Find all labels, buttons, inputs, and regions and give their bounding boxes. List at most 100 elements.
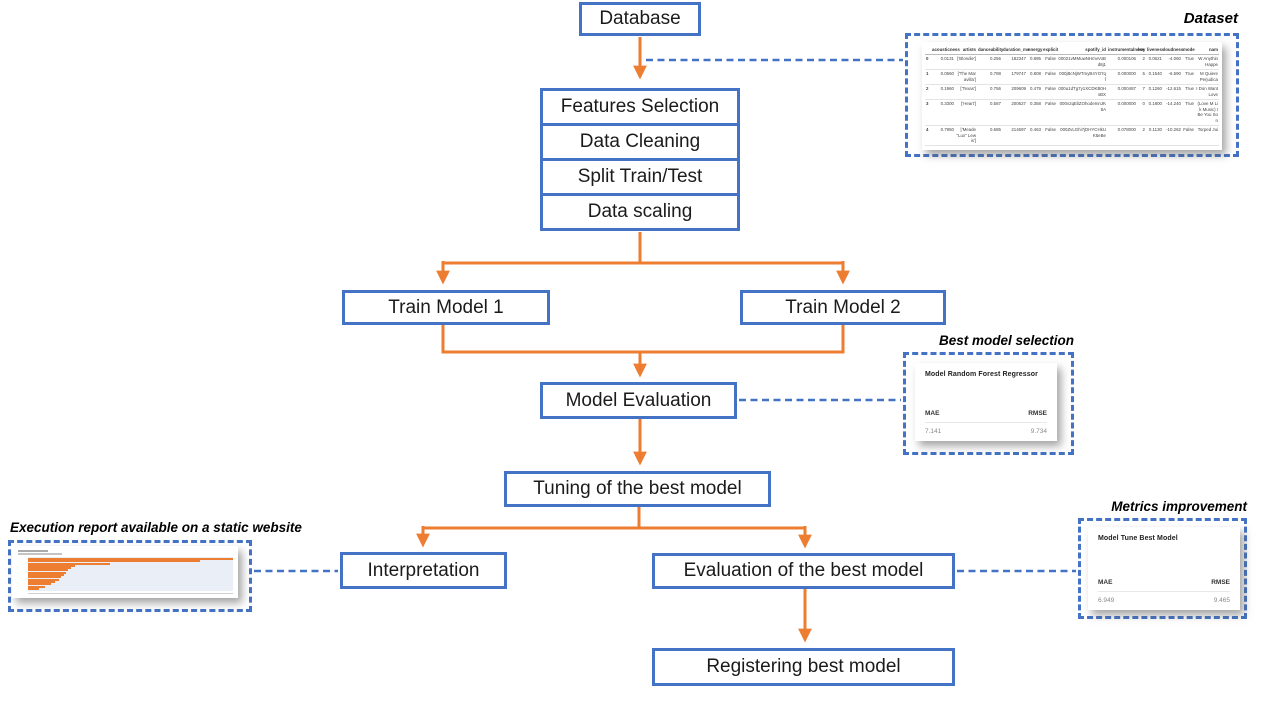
dataset-cell: -14.240 (1163, 100, 1182, 126)
dataset-cell: ['The Maravilla'] (955, 70, 977, 85)
report-chart-bar (28, 564, 76, 567)
dataset-panel (905, 33, 1239, 157)
dataset-cell: -4.060 (1163, 55, 1182, 70)
dataset-col-header: nam (1195, 46, 1219, 55)
flow-box-model-evaluation: Model Evaluation (540, 382, 737, 419)
dataset-cell: ['Heart'] (955, 100, 977, 126)
line-pipeline-split (443, 232, 843, 265)
dataset-col-header (925, 46, 931, 55)
dataset-cell: True (1182, 55, 1195, 70)
registering-label: Registering best model (706, 656, 901, 677)
flow-box-registering: Registering best model (652, 648, 955, 686)
dataset-col-header: danceability (977, 46, 1003, 55)
dataset-cell: 0 (1137, 100, 1146, 126)
report-chart-bar (28, 574, 64, 577)
dataset-cell: I Don Want Love (1195, 85, 1219, 100)
train-model-2-label: Train Model 2 (785, 296, 901, 318)
report-chart-bar-row (28, 585, 233, 588)
evaluation-best-label: Evaluation of the best model (683, 560, 924, 581)
dataset-cell: 214697 (1002, 126, 1027, 146)
dataset-cell: 000ZvLGhi7jDHYCHkUK5eBe (1057, 126, 1107, 146)
metrics-rmse-label: RMSE (1211, 579, 1230, 586)
dataset-cell: 7 (1137, 85, 1146, 100)
line-train-merge (441, 325, 845, 354)
dataset-cell: 0.463 (1027, 126, 1042, 146)
flow-box-features-selection: Features Selection (540, 88, 740, 126)
metrics-metric-values: 6.949 9.465 (1098, 591, 1230, 604)
report-chart-bar (28, 569, 68, 572)
dataset-cell: 0.1130 (1146, 126, 1163, 146)
dataset-cell: True (1182, 85, 1195, 100)
dataset-cell: -6.590 (1163, 70, 1182, 85)
dataset-cell: 0.1540 (1146, 70, 1163, 85)
dataset-cell: 0.0621 (1146, 55, 1163, 70)
flow-box-train-model-1: Train Model 1 (342, 290, 550, 325)
report-chart-bar-row (28, 569, 233, 572)
dataset-cell: 2 (925, 85, 931, 100)
dataset-cell: ['Blondie'] (955, 55, 977, 70)
report-chart-bar-row (28, 583, 233, 586)
report-chart-bar-row (28, 558, 233, 560)
dataset-col-header: mode (1182, 46, 1195, 55)
dataset-cell: 0.3300 (931, 100, 955, 126)
dataset-cell: 0.1800 (1146, 100, 1163, 126)
dataset-cell: 4 (925, 126, 931, 146)
dataset-cell: 0.256 (977, 55, 1002, 70)
metrics-mae-value: 6.949 (1098, 597, 1115, 604)
report-panel-label: Execution report available on a static w… (10, 520, 302, 535)
report-chart-bar-row (28, 576, 233, 579)
report-chart-bar (28, 576, 61, 579)
features-selection-label: Features Selection (560, 96, 720, 117)
flow-box-evaluation-best: Evaluation of the best model (652, 553, 955, 589)
line-tuning-split (423, 507, 805, 530)
dataset-cell: 0.788 (977, 70, 1002, 85)
dataset-cell: W Anythin Happe (1195, 55, 1219, 70)
report-chart-bar-row (28, 578, 233, 581)
dataset-cell: 000jBcNjWTmyB4YO7qf (1057, 70, 1107, 85)
best-model-metric-values: 7.141 9.734 (925, 422, 1047, 435)
split-train-test-label: Split Train/Test (577, 166, 703, 187)
dataset-col-header: explicit (1042, 46, 1058, 55)
tuning-label: Tuning of the best model (533, 478, 742, 499)
flow-box-data-cleaning: Data Cleaning (540, 123, 740, 161)
report-chart-card (12, 546, 238, 598)
dataset-cell: 0.358 (1027, 100, 1042, 126)
dataset-cell: -10.262 (1163, 126, 1182, 146)
dataset-col-header: duration_ms (1002, 46, 1029, 55)
report-chart-bar-row (28, 562, 233, 565)
report-chart-plot (28, 557, 233, 591)
report-chart-axis (28, 593, 233, 594)
dataset-col-header: acousticness (931, 46, 960, 55)
dataset-cell: 000u1dTg7y1XCDKB0HsBX (1057, 85, 1107, 100)
best-model-rmse-value: 9.734 (1030, 428, 1047, 435)
report-chart-title-line-1 (18, 550, 48, 552)
best-model-metric-labels: MAE RMSE (925, 410, 1047, 417)
report-chart-bar-row (28, 574, 233, 577)
dataset-panel-label: Dataset (1183, 10, 1238, 27)
dataset-cell: -12.615 (1163, 85, 1182, 100)
dataset-cell: 0.479 (1027, 85, 1042, 100)
train-model-1-label: Train Model 1 (388, 296, 504, 318)
dataset-cell: M Quiere Perjudica (1195, 70, 1219, 85)
dataset-cell: 0.587 (977, 100, 1002, 126)
data-cleaning-label: Data Cleaning (579, 131, 701, 152)
dataset-cell: 5 (1137, 70, 1146, 85)
report-chart-bar (28, 587, 40, 590)
dataset-cell: 0.000106 (1107, 55, 1137, 70)
interpretation-label: Interpretation (367, 559, 480, 581)
best-model-mae-value: 7.141 (925, 428, 942, 435)
flow-box-split-train-test: Split Train/Test (540, 158, 740, 196)
report-panel (8, 540, 252, 612)
report-chart-bar-row (28, 580, 233, 583)
dataset-cell: 0.895 (1027, 55, 1042, 70)
report-chart-bar-row (28, 564, 233, 567)
flow-box-tuning: Tuning of the best model (504, 471, 771, 507)
report-chart-title-line-2 (18, 553, 62, 555)
flow-box-train-model-2: Train Model 2 (740, 290, 946, 325)
dataset-cell: False (1042, 126, 1057, 146)
dataset-cell: 182347 (1002, 55, 1027, 70)
flow-box-database-label: Database (599, 8, 681, 29)
